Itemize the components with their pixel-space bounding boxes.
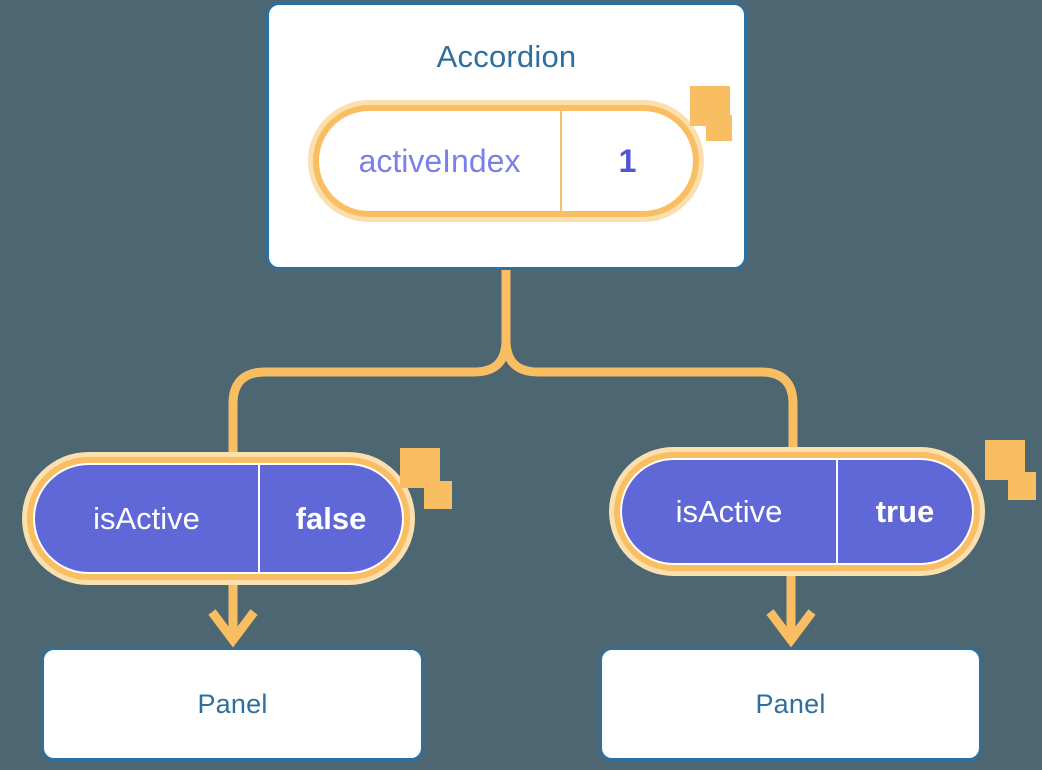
connector-branch-right	[501, 339, 798, 447]
arrow-down-icon-left	[208, 585, 258, 648]
state-key-label: isActive	[35, 465, 260, 572]
sparkle-icon	[400, 448, 440, 488]
sparkle-icon	[985, 440, 1025, 480]
state-value-label: true	[875, 493, 935, 529]
state-pill-active-index[interactable]: activeIndex 1	[308, 100, 704, 222]
pill-body: activeIndex 1	[319, 111, 693, 211]
pill-ring: isActive true	[614, 452, 980, 571]
state-value-label: false	[295, 500, 367, 536]
pill-ring: activeIndex 1	[313, 105, 699, 217]
accordion-card-title: Accordion	[436, 39, 577, 74]
state-value-label: 1	[618, 142, 637, 179]
sparkle-small-icon	[424, 481, 452, 509]
pill-body: isActive false	[33, 463, 404, 574]
state-key-label: activeIndex	[319, 111, 562, 211]
sparkle-small-icon	[1008, 472, 1036, 500]
panel-card-title: Panel	[197, 688, 268, 719]
connector-branch-left	[228, 339, 511, 452]
state-pill-is-active-true[interactable]: isActive true	[609, 447, 985, 576]
panel-card-right[interactable]: Panel	[599, 647, 982, 761]
panel-card-left[interactable]: Panel	[41, 647, 424, 761]
pill-ring: isActive false	[27, 457, 410, 580]
state-key-label: isActive	[622, 460, 838, 563]
pill-body: isActive true	[620, 458, 974, 565]
panel-card-title: Panel	[755, 688, 826, 719]
state-pill-is-active-false[interactable]: isActive false	[22, 452, 415, 585]
arrow-down-icon-right	[766, 576, 816, 648]
